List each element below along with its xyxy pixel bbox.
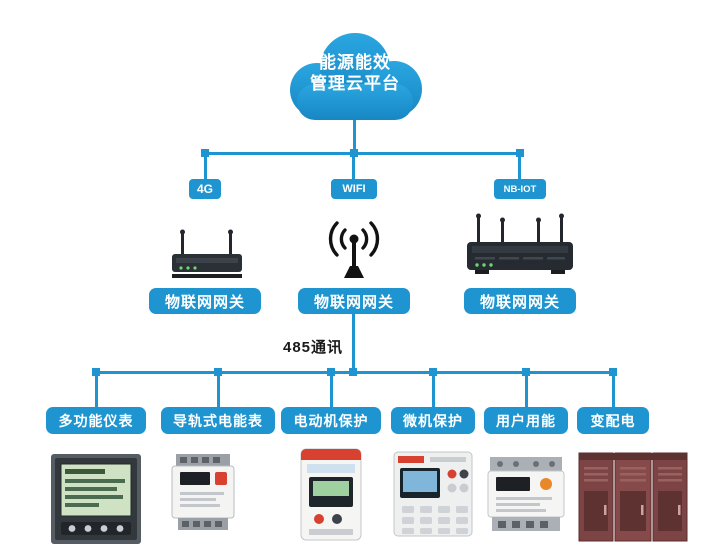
- cloud-platform: 能源能效 管理云平台: [277, 28, 433, 126]
- line-gateway-to-bus: [352, 314, 355, 372]
- wifi-antenna-icon: [328, 221, 380, 278]
- line-device-drop-3: [330, 373, 333, 407]
- device-label-micro-protection: 微机保护: [391, 407, 475, 434]
- gateway-4g-router-image: [172, 229, 242, 278]
- line-badge-drop-wifi: [352, 155, 355, 181]
- junction-dot: [609, 368, 617, 376]
- line-badge-drop-nbiot: [518, 155, 521, 181]
- multifunction-meter-image: [51, 454, 141, 544]
- junction-dot: [201, 149, 209, 157]
- device-label-user-energy: 用户用能: [484, 407, 568, 434]
- junction-dot: [516, 149, 524, 157]
- junction-dot: [327, 368, 335, 376]
- line-device-drop-1: [95, 373, 98, 407]
- line-device-drop-2: [217, 373, 220, 407]
- junction-dot: [350, 149, 358, 157]
- motor-protection-image: [300, 448, 362, 541]
- line-device-drop-4: [432, 373, 435, 407]
- device-label-power-distribution: 变配电: [577, 407, 649, 434]
- junction-dot: [92, 368, 100, 376]
- line-device-drop-5: [525, 373, 528, 407]
- junction-dot: [429, 368, 437, 376]
- cloud-title: 能源能效 管理云平台: [277, 52, 433, 94]
- line-cloud-drop: [353, 120, 356, 154]
- gateway-nbiot-router-image: [467, 213, 573, 274]
- badge-wifi: WIFI: [331, 179, 377, 199]
- gateway-label-4g: 物联网网关: [149, 288, 261, 314]
- device-label-din-rail-meter: 导轨式电能表: [161, 407, 275, 434]
- din-rail-meter-image: [171, 454, 235, 530]
- user-energy-meter-image: [487, 457, 565, 531]
- device-label-multifunction-meter: 多功能仪表: [46, 407, 146, 434]
- line-badge-drop-4g: [204, 155, 207, 181]
- switchgear-cabinets-image: [578, 452, 688, 542]
- badge-nbiot: NB-IOT: [494, 179, 546, 199]
- cloud-title-line2: 管理云平台: [310, 74, 400, 93]
- bus-485-label: 485通讯: [282, 339, 344, 356]
- device-label-motor-protection: 电动机保护: [281, 407, 381, 434]
- gateway-label-wifi: 物联网网关: [298, 288, 410, 314]
- junction-dot: [349, 368, 357, 376]
- line-trunk-horizontal: [204, 152, 522, 155]
- cloud-title-line1: 能源能效: [319, 53, 391, 72]
- gateway-label-nbiot: 物联网网关: [464, 288, 576, 314]
- micro-protection-image: [393, 451, 473, 537]
- badge-4g: 4G: [189, 179, 221, 199]
- cloud-icon: [290, 33, 422, 120]
- junction-dot: [214, 368, 222, 376]
- line-device-drop-6: [612, 373, 615, 407]
- junction-dot: [522, 368, 530, 376]
